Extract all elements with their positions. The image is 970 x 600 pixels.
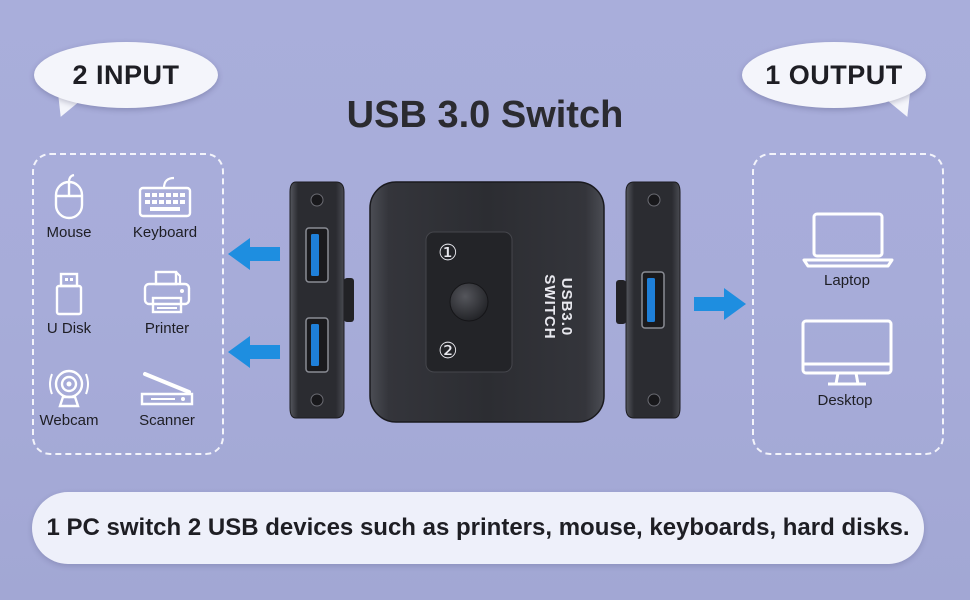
arrow-left-top-icon	[228, 238, 280, 270]
device-label: Scanner	[139, 412, 195, 429]
scanner-icon	[140, 372, 194, 406]
device-keyboard: Keyboard	[120, 176, 210, 241]
port-1-marker: ①	[438, 240, 458, 265]
output-count-label: 1 OUTPUT	[765, 59, 903, 90]
switch-output-side-view	[616, 181, 681, 419]
caption-text: 1 PC switch 2 USB devices such as printe…	[46, 514, 910, 541]
device-laptop: Laptop	[802, 210, 894, 289]
output-devices-panel	[752, 153, 944, 455]
mouse-icon	[54, 174, 84, 220]
device-printer: Printer	[122, 270, 212, 337]
switch-main-body	[369, 181, 605, 423]
input-count-label: 2 INPUT	[72, 59, 180, 90]
output-count-bubble: 1 OUTPUT	[742, 42, 926, 108]
usb-disk-icon	[55, 272, 83, 316]
device-mouse: Mouse	[24, 174, 114, 241]
arrow-left-bottom-icon	[228, 336, 280, 368]
caption-bar: 1 PC switch 2 USB devices such as printe…	[32, 492, 924, 564]
arrow-right-icon	[694, 288, 746, 320]
switch-body-text: USB3.0 SWITCH	[541, 274, 575, 340]
device-label: Laptop	[824, 272, 870, 289]
laptop-icon	[802, 212, 894, 268]
device-label: Desktop	[817, 392, 873, 409]
device-label: Keyboard	[132, 224, 198, 241]
input-devices-panel	[32, 153, 224, 455]
device-label: Mouse	[46, 224, 92, 241]
input-count-bubble: 2 INPUT	[34, 42, 218, 108]
device-label: Webcam	[39, 412, 99, 429]
device-label: U Disk	[46, 320, 92, 337]
device-scanner: Scanner	[122, 370, 212, 429]
webcam-icon	[49, 369, 89, 408]
device-label: Printer	[144, 320, 190, 337]
desktop-icon	[801, 319, 893, 386]
switch-input-side-view	[289, 181, 354, 419]
main-title: USB 3.0 Switch	[346, 94, 624, 136]
keyboard-icon	[138, 176, 192, 218]
device-webcam: Webcam	[24, 368, 114, 429]
port-2-marker: ②	[438, 338, 458, 363]
device-desktop: Desktop	[800, 318, 893, 409]
device-u-disk: U Disk	[24, 270, 114, 337]
printer-icon	[143, 270, 191, 314]
